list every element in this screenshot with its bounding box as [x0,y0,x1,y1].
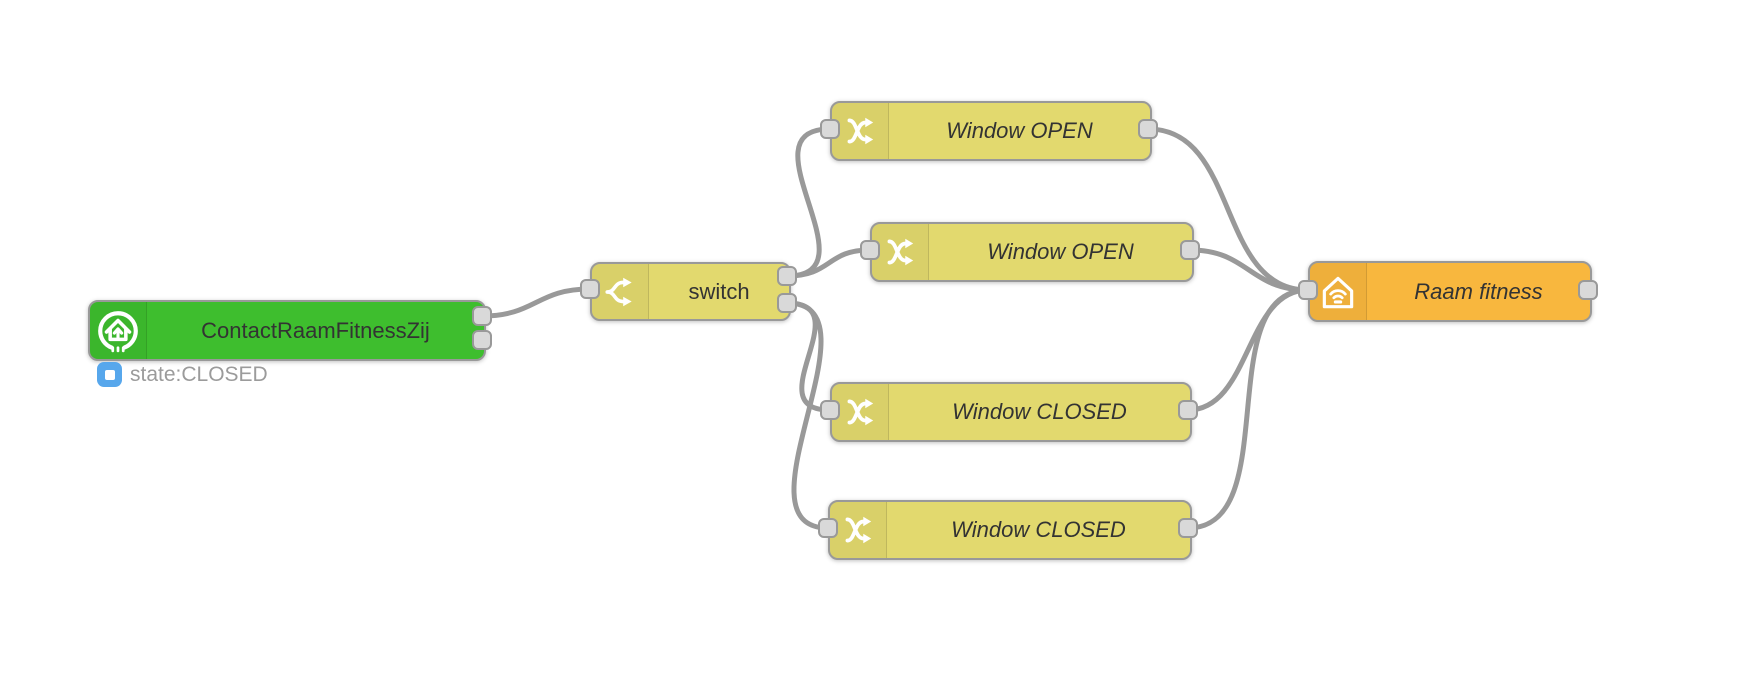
port-window-closed-2-input[interactable] [818,518,838,538]
wire-window-open-1-to-target[interactable] [1145,126,1311,293]
shuffle-icon [832,384,889,440]
node-window-open-1[interactable]: Window OPEN [830,101,1152,161]
wire-switch-out2-to-window-closed-1[interactable] [784,300,833,413]
node-contact-raam-fitness-zij[interactable]: ContactRaamFitnessZij [88,300,486,361]
node-status: state:CLOSED [97,362,268,387]
node-label: Window OPEN [987,239,1134,264]
port-switch-output-1[interactable] [777,266,797,286]
node-label: Window OPEN [946,118,1093,143]
shuffle-icon [872,224,929,280]
port-window-open-2-input[interactable] [860,240,880,260]
port-window-closed-2-output[interactable] [1178,518,1198,538]
wire-switch-out2-to-window-closed-2[interactable] [784,300,831,531]
shuffle-icon [832,103,889,159]
port-switch-input[interactable] [580,279,600,299]
shuffle-icon [830,502,887,558]
wire-switch-out1-to-window-open-1[interactable] [784,126,833,279]
port-source-output-2[interactable] [472,330,492,350]
switch-branch-icon [592,264,649,319]
node-label: Window CLOSED [952,399,1127,424]
openhab-logo-icon [90,302,147,359]
home-wifi-icon [1310,263,1367,320]
node-label: switch [688,278,750,304]
port-window-closed-1-input[interactable] [820,400,840,420]
status-square-icon [97,362,122,387]
port-window-open-1-output[interactable] [1138,119,1158,139]
port-raam-fitness-input[interactable] [1298,280,1318,300]
port-raam-fitness-output[interactable] [1578,280,1598,300]
wire-source-to-switch[interactable] [479,286,593,319]
status-text: state:CLOSED [130,362,268,386]
node-window-open-2[interactable]: Window OPEN [870,222,1194,282]
node-label: Raam fitness [1414,278,1543,304]
wire-window-open-2-to-target[interactable] [1187,247,1311,293]
wire-window-closed-2-to-target[interactable] [1185,287,1311,531]
node-switch[interactable]: switch [590,262,791,321]
port-switch-output-2[interactable] [777,293,797,313]
node-label: ContactRaamFitnessZij [201,317,430,343]
node-window-closed-2[interactable]: Window CLOSED [828,500,1192,560]
node-raam-fitness[interactable]: Raam fitness [1308,261,1592,322]
port-source-output-1[interactable] [472,306,492,326]
node-window-closed-1[interactable]: Window CLOSED [830,382,1192,442]
wire-switch-out1-to-window-open-2[interactable] [784,247,873,279]
port-window-open-1-input[interactable] [820,119,840,139]
port-window-open-2-output[interactable] [1180,240,1200,260]
port-window-closed-1-output[interactable] [1178,400,1198,420]
node-label: Window CLOSED [951,517,1126,542]
